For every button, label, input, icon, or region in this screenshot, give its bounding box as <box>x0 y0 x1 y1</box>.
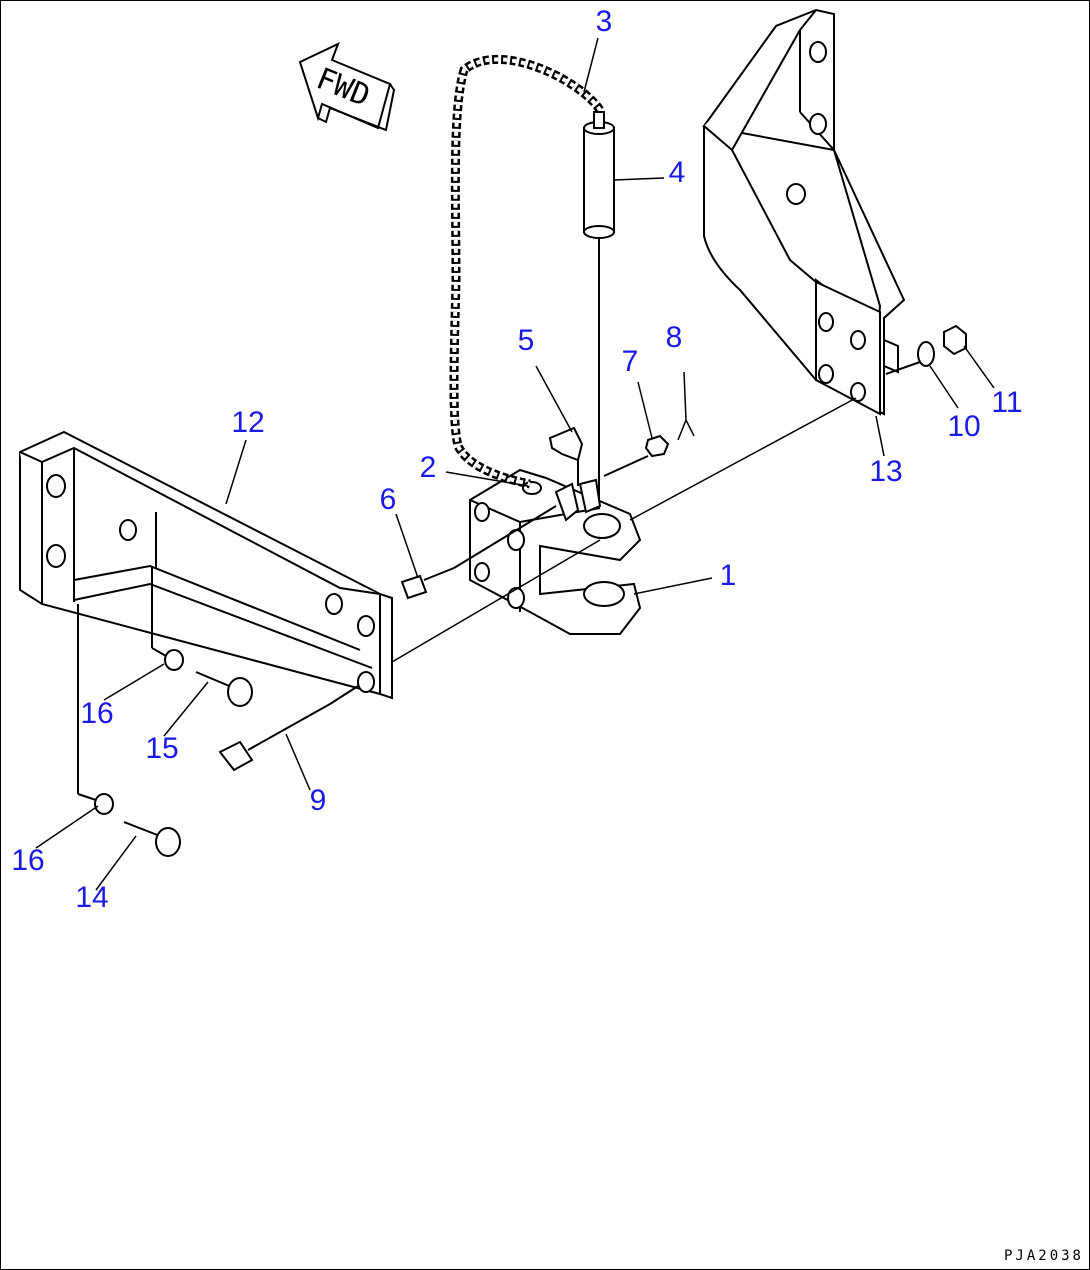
callout-3: 3 <box>595 5 613 38</box>
callout-9: 9 <box>309 784 327 817</box>
part-2-shackle <box>522 481 542 495</box>
callout-16-upper: 16 <box>80 697 114 730</box>
part-4-pin <box>583 111 615 500</box>
callout-6: 6 <box>379 483 397 516</box>
part-16-washer-upper <box>151 566 184 671</box>
part-8-cotter-pin <box>677 371 695 441</box>
part-16-washer-lower <box>77 604 114 815</box>
callout-10: 10 <box>947 410 981 443</box>
part-11-nut <box>943 324 967 356</box>
part-7-nut <box>603 434 670 477</box>
part-12-left-bracket <box>19 430 393 700</box>
callout-8: 8 <box>665 321 683 354</box>
assembly-lines <box>391 397 857 663</box>
callout-4: 4 <box>668 156 686 189</box>
callout-11: 11 <box>991 386 1023 419</box>
part-10-washer <box>885 341 935 375</box>
callout-1: 1 <box>719 559 737 592</box>
callout-16-lower: 16 <box>11 844 45 877</box>
part-3-chain <box>449 55 604 489</box>
part-6-bolt <box>400 505 557 600</box>
callout-2: 2 <box>419 451 437 484</box>
callout-12: 12 <box>231 406 265 439</box>
callout-leaders <box>35 37 995 891</box>
drawing-code: PJA2038 <box>1003 1248 1084 1264</box>
part-1-clevis <box>469 468 642 635</box>
callout-7: 7 <box>621 345 639 378</box>
callout-14: 14 <box>75 881 109 914</box>
fwd-arrow-icon: FWD <box>298 42 396 132</box>
callout-15: 15 <box>145 732 179 765</box>
part-15-bolt <box>195 671 253 707</box>
callout-5: 5 <box>517 324 535 357</box>
part-14-bolt <box>123 821 181 857</box>
part-9-long-bolt <box>218 685 359 772</box>
part-5-keeper-plate <box>548 426 584 486</box>
callout-13: 13 <box>869 455 903 488</box>
part-13-right-bracket <box>702 8 906 416</box>
